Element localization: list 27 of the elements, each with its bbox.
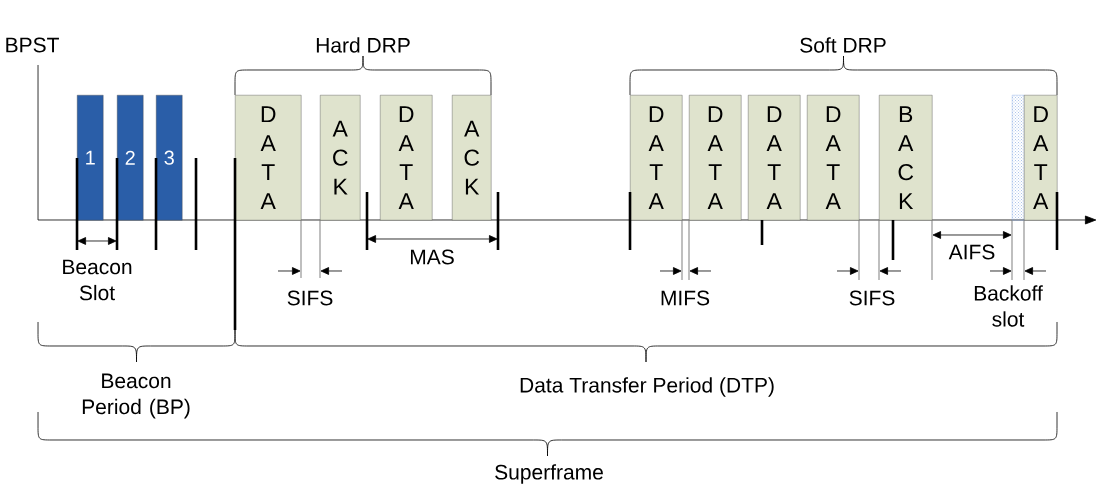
frame-box: DATA (807, 95, 860, 221)
interval-label: SIFS (849, 290, 895, 306)
interval-label: MIFS (661, 290, 710, 306)
interval-label: AIFS (948, 244, 995, 260)
interval-label: SIFS (287, 290, 333, 306)
period-label: Superframe (495, 464, 603, 484)
beacon-slot-box: 2 (117, 95, 144, 221)
frame-box: DATA (235, 95, 302, 221)
frame-box: DATA (630, 95, 683, 221)
interval-label: Beacon Slot (63, 259, 132, 301)
beacon-slot-box: 1 (77, 95, 104, 221)
beacon-slot-box: 3 (156, 95, 183, 221)
period-label: Soft DRP (800, 37, 886, 53)
interval-label: Backoff slot (974, 285, 1043, 327)
frame-box: ACK (452, 95, 492, 221)
interval-label: MAS (411, 249, 454, 265)
period-label: Data Transfer Period (DTP) (520, 377, 774, 397)
frame-box: BACK (879, 95, 933, 221)
frame-box: ACK (320, 95, 361, 221)
frame-box: DATA (1024, 95, 1058, 221)
frame-box: DATA (380, 95, 433, 221)
frame-box: DATA (748, 95, 801, 221)
backoff-slot-box (1012, 95, 1025, 221)
axis-label: BPST (6, 37, 59, 53)
period-label: Beacon Period (BP) (82, 373, 190, 419)
frame-box: DATA (689, 95, 742, 221)
period-label: Hard DRP (316, 37, 410, 53)
